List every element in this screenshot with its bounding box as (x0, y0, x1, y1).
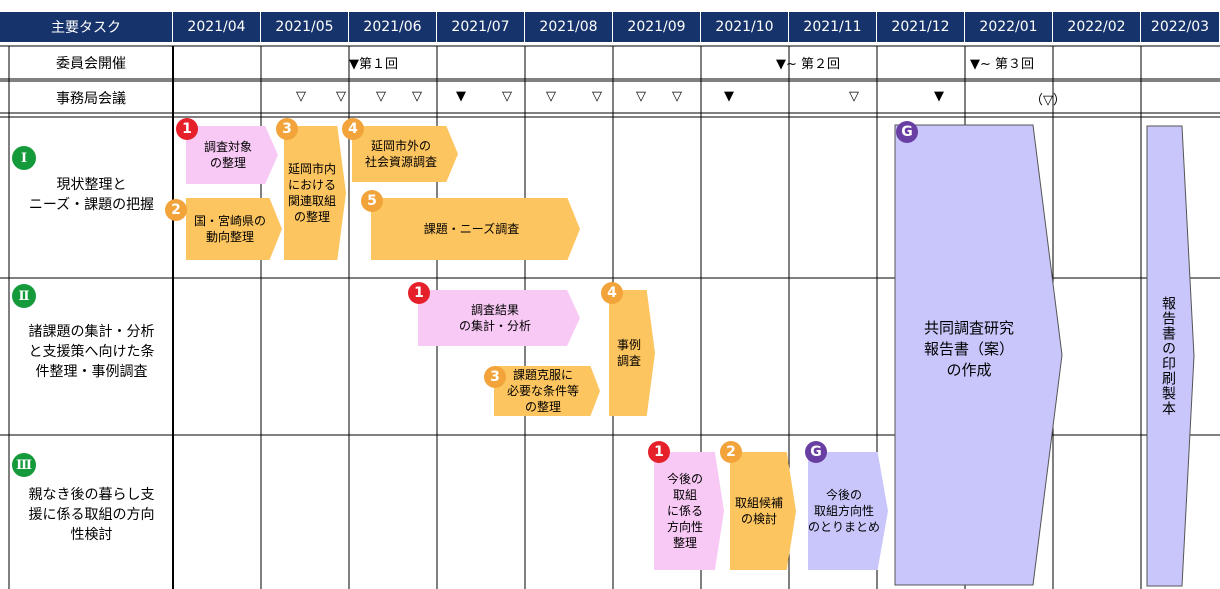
meeting-open-marker: ▽ (592, 89, 602, 104)
header-month: 2021/07 (437, 12, 525, 42)
meeting-held-marker: ▼ (724, 89, 734, 104)
meeting-held-marker: ▼ (934, 89, 944, 104)
meeting-open-marker: ▽ (502, 89, 512, 104)
month-label: 2021/08 (539, 19, 598, 35)
header-month: 2021/09 (613, 12, 701, 42)
header-month: 2021/12 (877, 12, 965, 42)
meeting-tentative-marker: （▽） (1030, 93, 1066, 108)
header-month: 2021/04 (173, 12, 261, 42)
report-draft-arrow-shape (894, 124, 1063, 586)
task-badge: 4 (601, 282, 623, 304)
meeting-open-marker: ▽ (672, 89, 682, 104)
month-label: 2022/01 (979, 19, 1038, 35)
header-month: 2022/02 (1053, 12, 1141, 42)
phase-1-numeral: Ⅰ (12, 146, 36, 170)
month-label: 2021/07 (451, 19, 510, 35)
task-future-direction: 今後の 取組 に係る 方向性 整理 (654, 452, 724, 570)
meeting-open-marker: ▽ (336, 89, 346, 104)
task-conditions-organize: 課題克服に 必要な条件等 の整理 (494, 366, 600, 416)
task-badge: 4 (342, 118, 364, 140)
task-badge: 3 (484, 366, 506, 388)
header-task-cell: 主要タスク (0, 12, 173, 42)
task-results-analysis: 調査結果 の集計・分析 (418, 290, 580, 346)
task-badge: G (896, 121, 918, 143)
month-label: 2021/05 (275, 19, 334, 35)
header-month: 2021/10 (701, 12, 789, 42)
meeting-open-marker: ▽ (546, 89, 556, 104)
task-badge: G (805, 441, 827, 463)
task-survey-target: 調査対象 の整理 (186, 126, 278, 184)
month-label: 2021/11 (803, 19, 862, 35)
header-month: 2021/08 (525, 12, 613, 42)
task-badge: 1 (648, 441, 670, 463)
committee-first-marker: ▼第１回 (349, 57, 398, 72)
task-badge: 2 (720, 441, 742, 463)
secretariat-row-label: 事務局会議 (56, 90, 126, 107)
month-label: 2021/09 (627, 19, 686, 35)
phase-2-numeral: Ⅱ (12, 284, 36, 308)
report-print-label: 報告書の印刷製本 (1160, 296, 1176, 416)
header-month: 2021/06 (349, 12, 437, 42)
month-label: 2022/02 (1067, 19, 1126, 35)
meeting-open-marker: ▽ (412, 89, 422, 104)
header-month: 2021/11 (789, 12, 877, 42)
meeting-open-marker: ▽ (376, 89, 386, 104)
phase-2-title: 諸課題の集計・分析 と支援策へ向けた条 件整理・事例調査 (28, 324, 155, 380)
phase-3-numeral: Ⅲ (12, 453, 36, 477)
phase-1-title: 現状整理と ニーズ・課題の把握 (28, 177, 155, 213)
committee-second-marker: ▼~ 第２回 (776, 57, 841, 72)
month-label: 2021/12 (891, 19, 950, 35)
task-issues-needs-survey: 課題・ニーズ調査 (371, 198, 580, 260)
meeting-open-marker: ▽ (849, 89, 859, 104)
task-badge: 2 (165, 199, 187, 221)
month-label: 2021/10 (715, 19, 774, 35)
header-month: 2022/03 (1141, 12, 1220, 42)
committee-third-marker: ▼~ 第３回 (970, 57, 1035, 72)
task-city-initiatives: 延岡市内 における 関連取組 の整理 (284, 126, 346, 260)
task-badge: 1 (176, 118, 198, 140)
meeting-held-marker: ▼ (456, 89, 466, 104)
task-badge: 5 (361, 190, 383, 212)
header-month: 2022/01 (965, 12, 1053, 42)
task-badge: 3 (276, 118, 298, 140)
meeting-open-marker: ▽ (636, 89, 646, 104)
month-label: 2022/03 (1150, 19, 1210, 35)
committee-row-label: 委員会開催 (56, 56, 126, 72)
phase-3-title: 親なき後の暮らし支 援に係る取組の方向 性検討 (28, 487, 155, 543)
task-national-prefecture-trends: 国・宮崎県の 動向整理 (186, 198, 282, 260)
month-label: 2021/04 (187, 19, 246, 35)
task-badge: 1 (408, 282, 430, 304)
task-candidate-review: 取組候補 の検討 (730, 452, 796, 570)
month-label: 2021/06 (363, 19, 422, 35)
report-print-arrow-shape (1146, 125, 1195, 587)
meeting-open-marker: ▽ (296, 89, 306, 104)
header-month: 2021/05 (261, 12, 349, 42)
header-task-label: 主要タスク (51, 20, 121, 36)
task-external-resources: 延岡市外の 社会資源調査 (352, 126, 458, 182)
task-case-study: 事例 調査 (609, 290, 655, 416)
task-direction-summary: 今後の 取組方向性 のとりまとめ (808, 452, 888, 570)
report-draft-label: 共同調査研究 報告書（案） の作成 (923, 319, 1014, 379)
